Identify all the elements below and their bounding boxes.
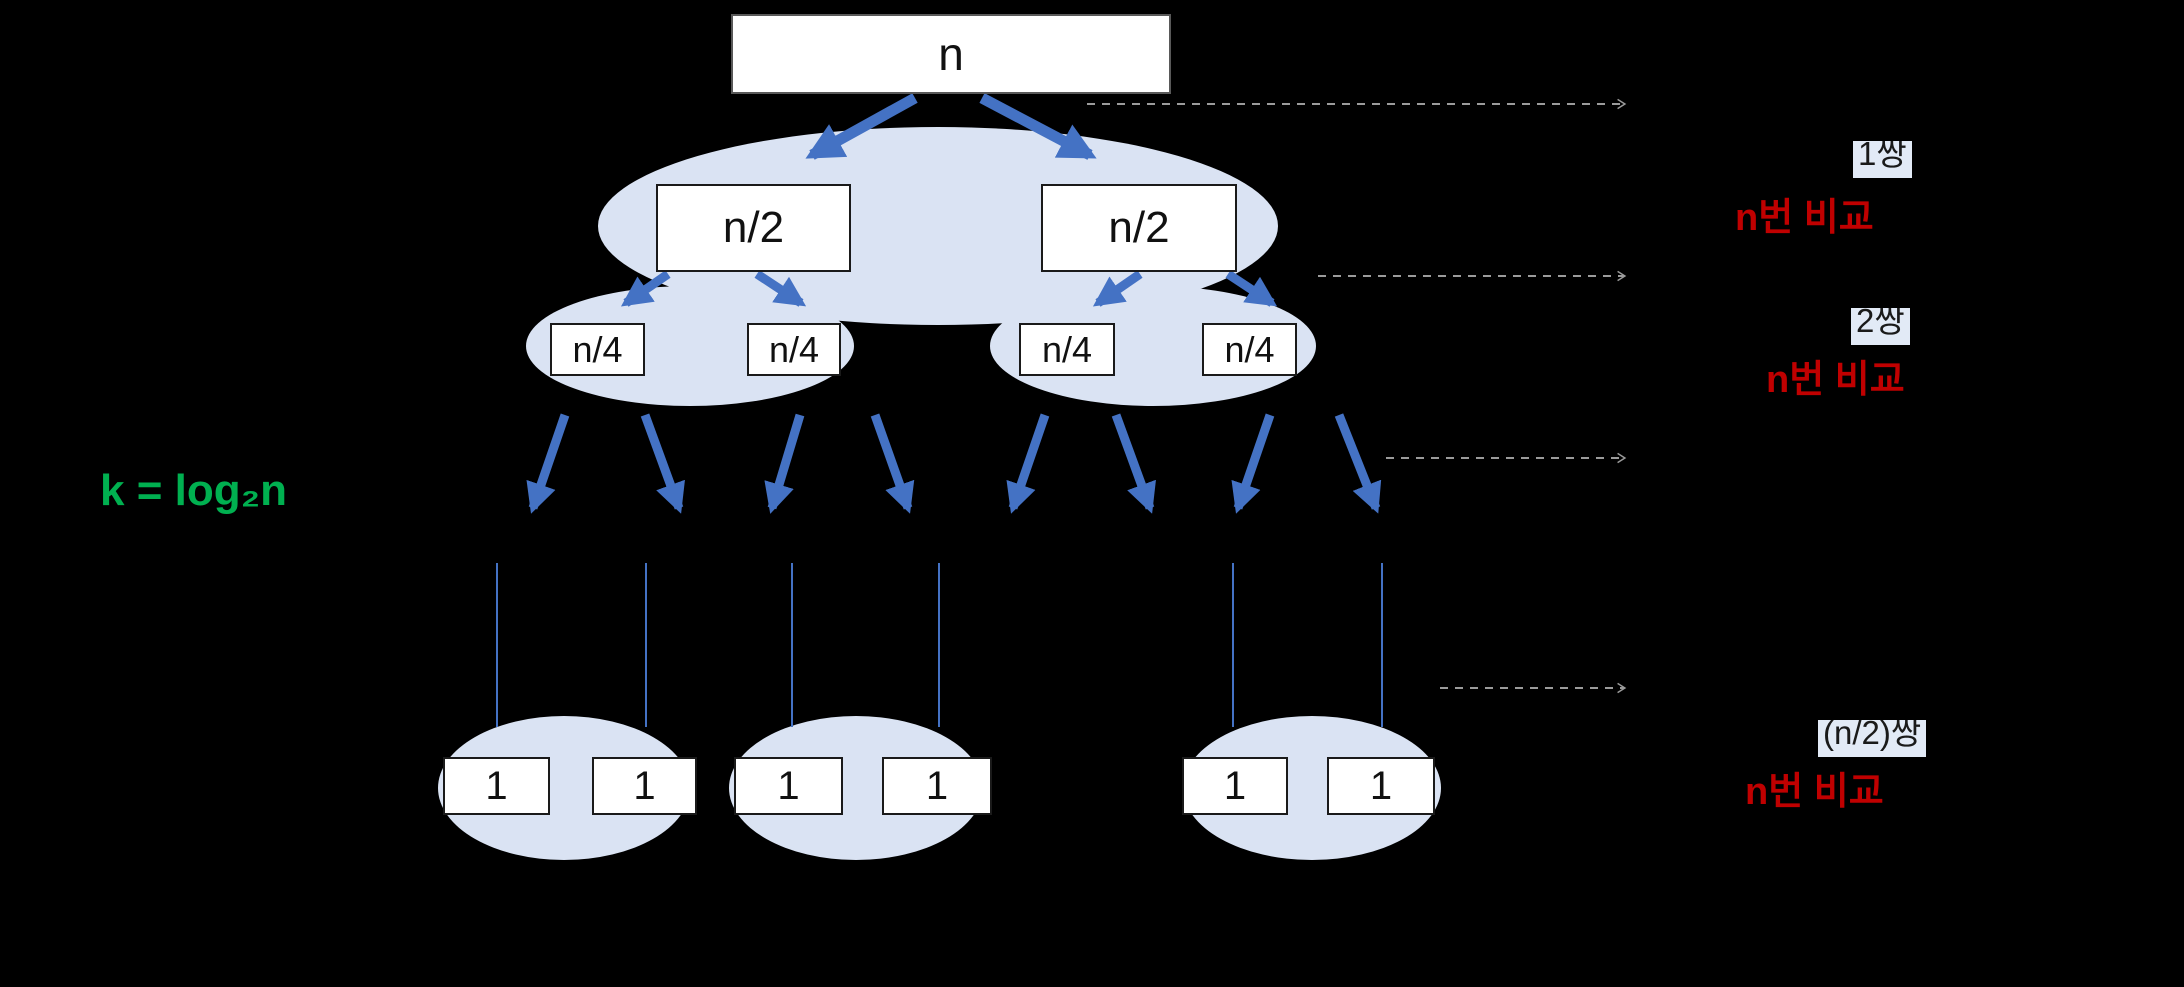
split-arrow (1231, 413, 1275, 514)
tree-node-leaf-3: 1 (734, 757, 843, 815)
tree-node-n2-left: n/2 (656, 184, 851, 272)
pair-count-text: (n/2)쌍 (1823, 720, 1922, 751)
pair-count-text: 2쌍 (1856, 308, 1905, 339)
pair-count-label-2: 2쌍 (1851, 308, 1910, 345)
split-arrow (764, 413, 805, 514)
comparison-count-label-3: n번 비교 (1745, 771, 1884, 813)
merge-group-ellipse-leaf-2 (729, 716, 983, 860)
tree-node-leaf-5: 1 (1182, 757, 1288, 815)
merge-group-ellipse-level2 (598, 127, 1278, 325)
split-arrow (1111, 413, 1156, 514)
split-arrow (754, 270, 807, 307)
tree-node-n4-1: n/4 (550, 323, 645, 376)
tree-node-leaf-2: 1 (592, 757, 697, 815)
split-arrow (1006, 413, 1050, 514)
split-arrow (870, 413, 915, 514)
comparison-count-label-1: n번 비교 (1735, 197, 1874, 239)
tree-node-leaf-1: 1 (443, 757, 550, 815)
tree-node-leaf-6: 1 (1327, 757, 1435, 815)
split-arrow (1225, 270, 1278, 307)
pair-count-label-3: (n/2)쌍 (1818, 720, 1927, 757)
tree-node-n4-2: n/4 (747, 323, 841, 376)
split-arrow (979, 93, 1097, 160)
comparison-count-label-2: n번 비교 (1766, 359, 1905, 401)
split-arrow (805, 93, 918, 160)
pair-count-text: 1쌍 (1858, 141, 1907, 172)
tree-node-n4-4: n/4 (1202, 323, 1297, 376)
merge-group-ellipse-leaf-1 (438, 716, 690, 860)
split-arrow (640, 413, 685, 514)
merge-group-ellipse-level3-left (526, 286, 854, 406)
tree-node-n: n (731, 14, 1171, 94)
split-arrow (1334, 413, 1382, 514)
pair-count-label-1: 1쌍 (1853, 141, 1912, 178)
split-arrow (620, 270, 671, 307)
tree-node-n2-right: n/2 (1041, 184, 1237, 272)
merge-group-ellipse-leaf-3 (1183, 716, 1441, 860)
tree-node-leaf-4: 1 (882, 757, 992, 815)
merge-group-ellipse-level3-right (990, 286, 1316, 406)
depth-formula-label: k = log₂n (100, 466, 288, 515)
tree-node-n4-3: n/4 (1019, 323, 1115, 376)
split-arrow (526, 413, 570, 514)
split-arrow (1092, 270, 1143, 307)
